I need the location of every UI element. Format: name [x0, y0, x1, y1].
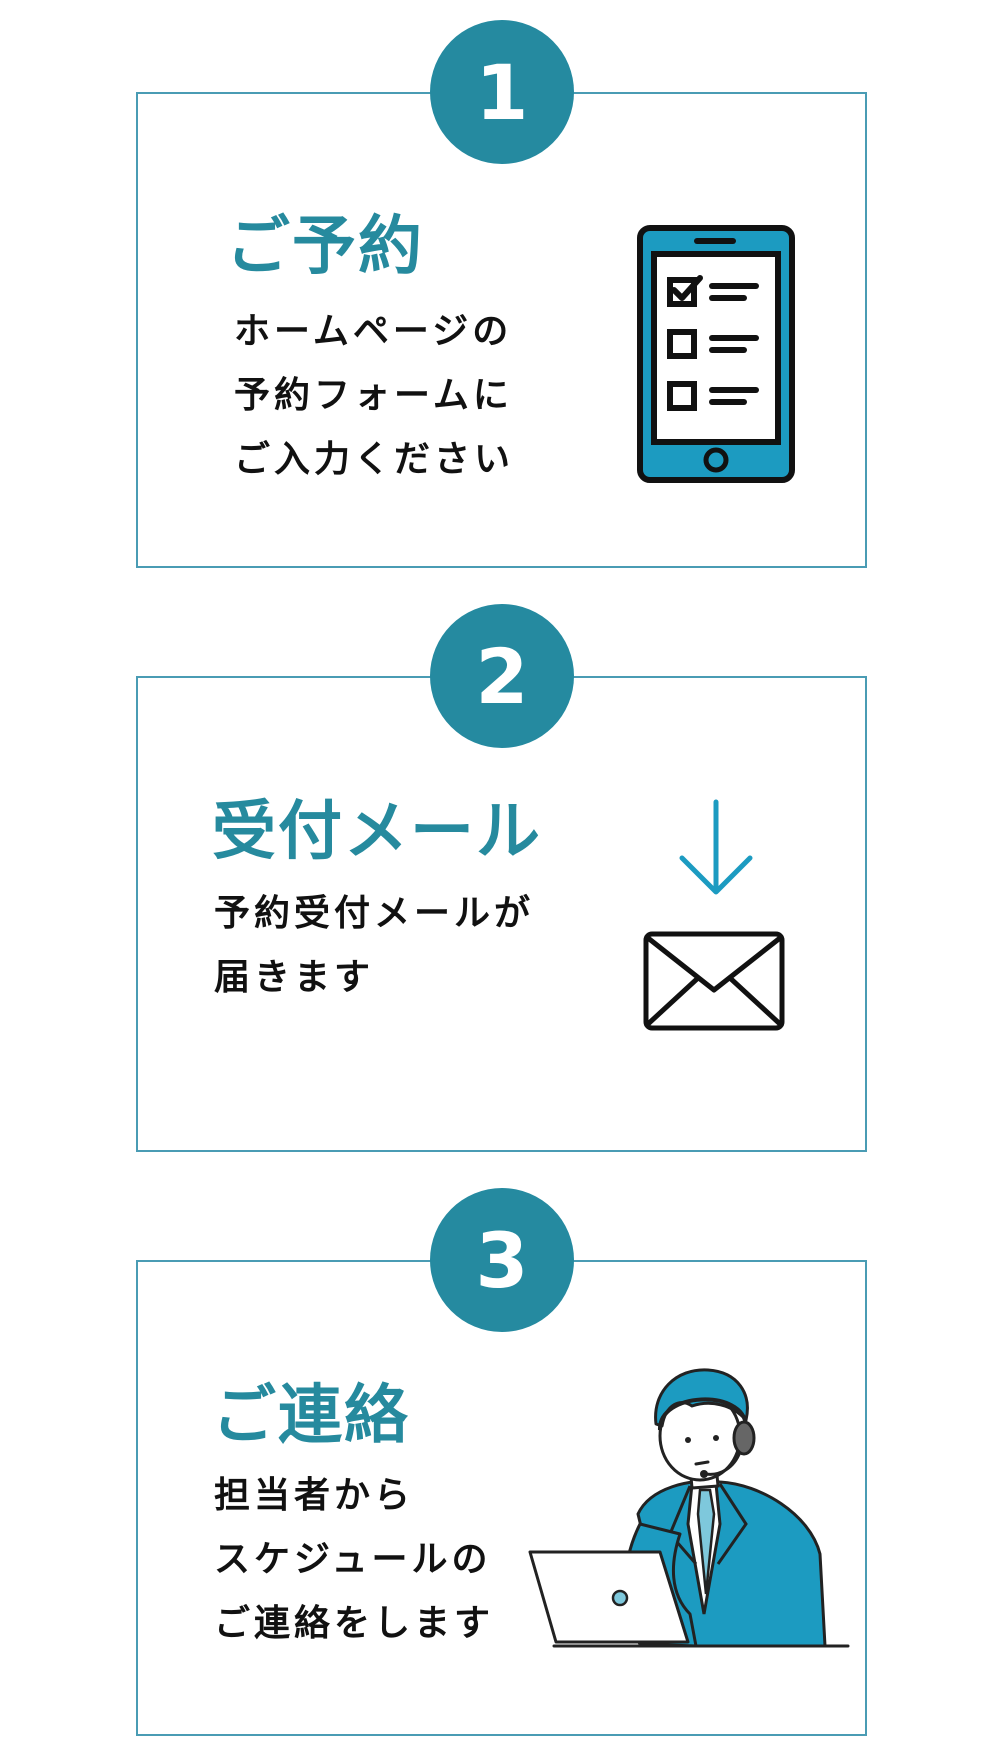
description-line: 届きます [214, 957, 375, 998]
smartphone-checklist-icon [637, 225, 795, 483]
envelope-icon [643, 931, 785, 1031]
description-line: ご入力ください [234, 439, 515, 480]
step-3: 3 ご連絡 担当者から スケジュールの ご連絡をします [0, 1168, 1001, 1736]
step-description: 予約受付メールが 届きます [214, 882, 534, 1010]
step-title: ご連絡 [212, 1379, 410, 1453]
step-number-badge: 2 [430, 604, 574, 748]
step-title: ご予約 [226, 210, 424, 284]
step-number: 1 [475, 47, 529, 137]
step-number-badge: 1 [430, 20, 574, 164]
arrow-down-icon [679, 799, 753, 895]
step-number: 3 [475, 1215, 529, 1305]
description-line: スケジュールの [214, 1539, 492, 1580]
description-line: 担当者から [214, 1475, 415, 1516]
step-card [136, 676, 867, 1152]
mail-arrow-icon [643, 799, 785, 1031]
description-line: 予約フォームに [234, 375, 513, 416]
operator-headset-illustration [528, 1368, 850, 1648]
step-description: ホームページの 予約フォームに ご入力ください [234, 300, 514, 492]
step-1: 1 ご予約 ホームページの 予約フォームに ご入力ください [0, 0, 1001, 568]
step-number: 2 [475, 631, 529, 721]
description-line: ホームページの [234, 311, 513, 352]
step-2: 2 受付メール 予約受付メールが 届きます [0, 584, 1001, 1152]
description-line: ご連絡をします [214, 1603, 495, 1644]
step-description: 担当者から スケジュールの ご連絡をします [214, 1464, 494, 1656]
description-line: 予約受付メールが [214, 893, 535, 934]
step-number-badge: 3 [430, 1188, 574, 1332]
step-title: 受付メール [212, 795, 542, 869]
